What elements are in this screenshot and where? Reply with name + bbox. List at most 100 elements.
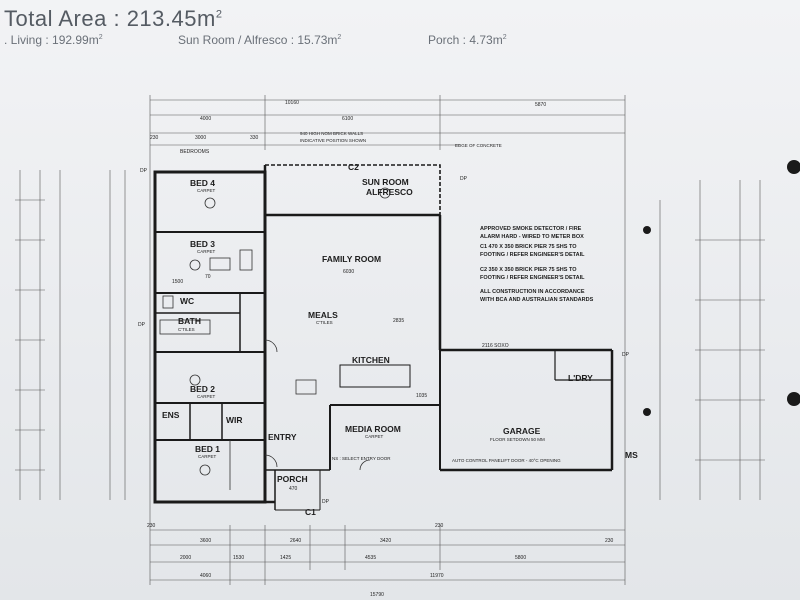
punch-hole-1 [787, 160, 800, 174]
room-media: MEDIA ROOM [345, 424, 401, 434]
dim-470: 470 [289, 486, 298, 492]
label-dp-2: DP [138, 322, 146, 328]
bed4-floor: CARPET [197, 188, 216, 193]
dim-6030: 6030 [343, 269, 354, 275]
dim-bottom-13: 11970 [430, 573, 444, 579]
room-bed3: BED 3 [190, 239, 215, 249]
bedrooms-label: BEDROOMS [180, 149, 210, 155]
fixtures [159, 187, 391, 490]
dim-bottom-9: 1425 [280, 555, 291, 561]
label-ms: MS [625, 450, 638, 460]
sunroom-area-text: Sun Room / Alfresco : 15.73m [178, 33, 338, 47]
dimension-lines [15, 95, 765, 585]
label-dp-4: DP [622, 352, 630, 358]
dim-bottom-3: 2640 [290, 538, 301, 544]
media-floor: CARPET [365, 434, 384, 439]
garage-floor: FLOOR SETDOWN 50 MM [490, 437, 545, 442]
dim-bottom-2: 3600 [200, 538, 211, 544]
bed3-floor: CARPET [197, 249, 216, 254]
note-line-4: FOOTING / REFER ENGINEER'S DETAIL [480, 252, 585, 258]
room-alfresco: ALFRESCO [366, 187, 413, 197]
note-line-2: ALARM HARD - WIRED TO METER BOX [480, 234, 584, 240]
total-area-unit: m [196, 6, 216, 31]
label-c2: C2 [348, 162, 359, 172]
room-bed4: BED 4 [190, 178, 215, 188]
notes-block: APPROVED SMOKE DETECTOR / FIRE ALARM HAR… [480, 226, 594, 303]
room-kitchen: KITCHEN [352, 355, 390, 365]
dim-bottom-11: 5800 [515, 555, 526, 561]
dim-top-b: 6100 [342, 116, 353, 122]
living-area: . Living : 192.99m2 [4, 33, 103, 47]
label-c1: C1 [305, 507, 316, 517]
note-line-6: FOOTING / REFER ENGINEER'S DETAIL [480, 275, 585, 281]
entry-door-note: NS : SELECT ENTRY DOOR [332, 456, 391, 461]
dim-1035: 1035 [416, 393, 427, 399]
edge-concrete-note: EDGE OF CONCRETE [455, 143, 502, 148]
porch-area-sup: 2 [502, 34, 507, 41]
dim-top-d: 230 [150, 135, 159, 141]
bed2-floor: CARPET [197, 394, 216, 399]
marker-dot-2 [643, 408, 651, 416]
room-porch: PORCH [277, 474, 308, 484]
auto-door-note: AUTO CONTROL PANELIFT DOOR - 40°C OPENIN… [452, 458, 561, 463]
room-garage: GARAGE [503, 426, 541, 436]
room-family: FAMILY ROOM [322, 254, 381, 264]
dim-70: 70 [205, 274, 211, 280]
dim-bottom-1: 230 [147, 523, 156, 529]
room-wc: WC [180, 296, 194, 306]
dim-bottom-4: 3420 [380, 538, 391, 544]
total-area-title: Total Area : 213.45m2 [4, 6, 222, 32]
label-dp-3: DP [460, 176, 468, 182]
porch-area-text: Porch : 4.73m [428, 33, 503, 47]
punch-hole-2 [787, 392, 800, 406]
note-line-5: C2 350 X 350 BRICK PIER 75 SHS TO [480, 267, 577, 273]
note-line-7: ALL CONSTRUCTION IN ACCORDANCE [480, 289, 585, 295]
dim-top-e: 3000 [195, 135, 206, 141]
total-area-label: Total Area : [4, 6, 127, 31]
sunroom-area-sup: 2 [337, 34, 342, 41]
room-ens: ENS [162, 410, 180, 420]
dim-1500: 1500 [172, 279, 183, 285]
porch-area: Porch : 4.73m2 [428, 33, 507, 47]
dim-2835: 2835 [393, 318, 404, 324]
living-area-text: . Living : 192.99m [4, 33, 99, 47]
brick-wall-note: 940 HIGH NOM BRICK WALLS [300, 131, 363, 136]
room-wir: WIR [226, 415, 243, 425]
dim-bottom-14: 15790 [370, 592, 384, 598]
total-area-sup: 2 [215, 8, 223, 21]
dim-bottom-6: 230 [605, 538, 614, 544]
indicative-note: INDICATIVE POSITION SHOWN [300, 138, 366, 143]
living-area-sup: 2 [98, 34, 103, 41]
marker-dot-1 [643, 226, 651, 234]
room-meals: MEALS [308, 310, 338, 320]
sunroom-area: Sun Room / Alfresco : 15.73m2 [178, 33, 341, 47]
dim-bottom-10: 4535 [365, 555, 376, 561]
label-dp-5: DP [322, 499, 330, 505]
room-laundry: L'DRY [568, 373, 593, 383]
meals-floor: C'TILES [316, 320, 333, 325]
total-area-value: 213.45 [126, 6, 197, 31]
bath-floor: C'TILES [178, 327, 195, 332]
dim-bottom-12: 4060 [200, 573, 211, 579]
note-line-3: C1 470 X 350 BRICK PIER 75 SHS TO [480, 244, 577, 250]
room-entry: ENTRY [268, 432, 297, 442]
note-line-8: WITH BCA AND AUSTRALIAN STANDARDS [480, 297, 594, 303]
note-line-1: APPROVED SMOKE DETECTOR / FIRE [480, 226, 582, 232]
dim-bottom-5: 230 [435, 523, 444, 529]
dim-overall-top: 10160 [285, 100, 299, 106]
dim-2116: 2116 SOXO [482, 343, 509, 349]
room-bath: BATH [178, 316, 201, 326]
room-bed2: BED 2 [190, 384, 215, 394]
room-bed1: BED 1 [195, 444, 220, 454]
dim-bottom-8: 1530 [233, 555, 244, 561]
dim-top-f: 330 [250, 135, 259, 141]
dim-top-a: 4000 [200, 116, 211, 122]
room-sunroom: SUN ROOM [362, 177, 409, 187]
label-dp-1: DP [140, 168, 148, 174]
dim-top-c: 5870 [535, 102, 546, 108]
bed1-floor: CARPET [198, 454, 217, 459]
walls [153, 164, 614, 511]
dim-bottom-7: 2000 [180, 555, 191, 561]
